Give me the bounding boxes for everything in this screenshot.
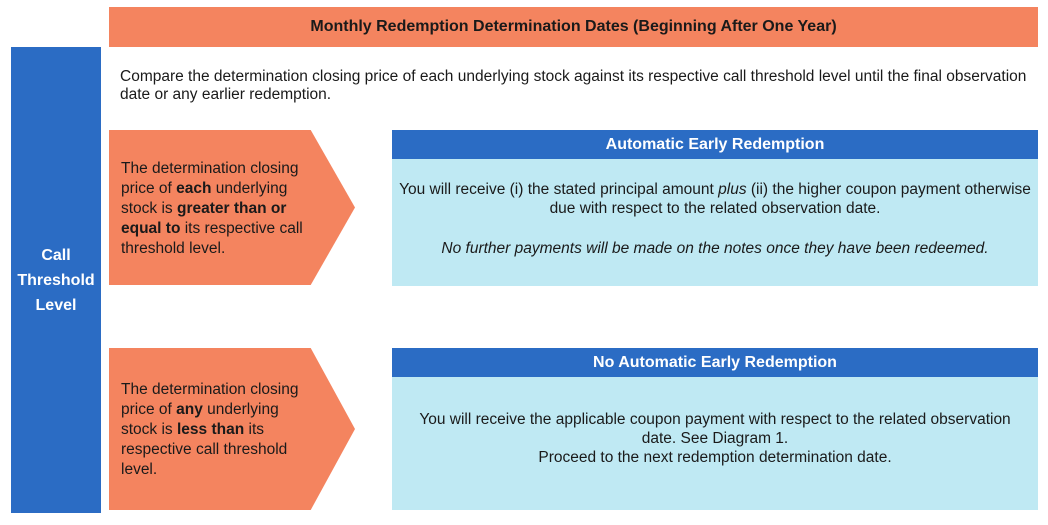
automatic-early-redemption-title: Automatic Early Redemption — [392, 130, 1038, 159]
outcome-2-line-2: Proceed to the next redemption determina… — [538, 449, 892, 466]
condition-1-text: The determination closing price of each … — [121, 159, 313, 259]
condition-2-bold2: less than — [176, 421, 245, 438]
condition-2-part2: underlying stock is — [121, 401, 279, 438]
side-label-line-3: Level — [35, 296, 77, 314]
outcome-2-line-1: You will receive the applicable coupon p… — [419, 411, 1011, 447]
header-title: Monthly Redemption Determination Dates (… — [109, 7, 1038, 47]
outcome-1-line-1a: You will receive (i) the stated principa… — [399, 181, 719, 198]
condition-1-part1: The determination closing price of — [121, 160, 299, 197]
condition-1-part3: its respective call threshold level. — [121, 220, 303, 257]
outcome-1-line-1: You will receive (i) the stated principa… — [392, 180, 1038, 218]
intro-text: Compare the determination closing price … — [120, 68, 1027, 103]
outcome-1-note: No further payments will be made on the … — [392, 239, 1038, 258]
no-automatic-early-redemption-body: You will receive the applicable coupon p… — [392, 377, 1038, 510]
condition-1-part2: underlying stock is — [121, 180, 288, 217]
side-label-line-2: Threshold — [17, 271, 95, 289]
condition-2-part3: its respective call threshold level. — [121, 421, 288, 478]
condition-2-bold1: any — [176, 401, 203, 418]
condition-1-bold2: greater than or equal to — [121, 200, 287, 237]
automatic-early-redemption-body: You will receive (i) the stated principa… — [392, 159, 1038, 286]
call-threshold-level-label: Call Threshold Level — [11, 47, 101, 513]
no-automatic-early-redemption-title: No Automatic Early Redemption — [392, 348, 1038, 377]
condition-2-part1: The determination closing price of — [121, 381, 299, 418]
outcome-1-plus: plus — [718, 181, 747, 198]
condition-2-text: The determination closing price of any u… — [121, 380, 313, 480]
outcome-1-note-text: No further payments will be made on the … — [441, 240, 989, 257]
outcome-1-line-1b: (ii) the higher coupon payment otherwise… — [549, 181, 1031, 217]
condition-arrow-greater-or-equal: The determination closing price of each … — [109, 130, 355, 285]
condition-1-bold1: each — [176, 180, 212, 197]
side-label-line-1: Call — [41, 246, 71, 264]
condition-arrow-less-than: The determination closing price of any u… — [109, 348, 355, 510]
